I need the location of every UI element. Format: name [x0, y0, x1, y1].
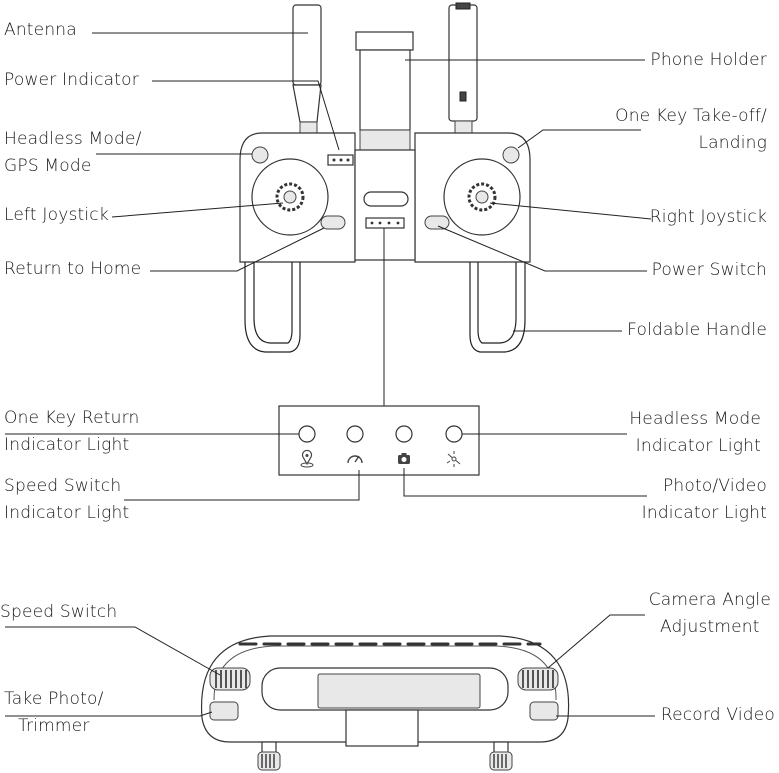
label-speed-switch: Speed Switch: [0, 602, 118, 622]
label-take-photo-trimmer: Take Photo/ Trimmer: [4, 689, 104, 736]
label-foldable-handle: Foldable Handle: [627, 320, 767, 340]
right-handle: [469, 262, 526, 353]
indicator-panel: [278, 405, 480, 476]
label-record-video: Record Video: [660, 705, 775, 725]
power-switch-button: [424, 215, 450, 230]
label-antenna: Antenna: [4, 20, 77, 40]
phone-holder: [355, 31, 414, 151]
camera-icon: [398, 453, 410, 464]
take-photo-button: [209, 701, 239, 721]
label-camera-angle-adjustment: Camera Angle Adjustment: [648, 590, 771, 637]
gps-satellite-icon: [446, 451, 461, 467]
right-knob: [489, 741, 513, 771]
speedometer-icon: [347, 455, 363, 464]
label-one-key-return-light: One Key Return Indicator Light: [4, 408, 140, 455]
right-antenna: [448, 2, 478, 136]
label-power-indicator: Power Indicator: [4, 70, 139, 90]
return-home-button: [320, 215, 346, 230]
speed-switch-dial: [209, 667, 251, 691]
label-headless-gps-mode: Headless Mode/ GPS Mode: [4, 129, 142, 176]
left-antenna: [292, 4, 322, 137]
label-right-joystick: Right Joystick: [649, 207, 767, 227]
label-headless-mode-light: Headless Mode Indicator Light: [629, 409, 761, 456]
label-power-switch: Power Switch: [651, 260, 767, 280]
left-knob: [257, 741, 281, 771]
camera-angle-dial: [517, 667, 559, 691]
right-joystick: [443, 158, 521, 236]
left-handle: [244, 262, 301, 353]
leader-lines-front: [5, 614, 655, 717]
label-return-to-home: Return to Home: [4, 259, 142, 279]
leader-lines-top: [92, 32, 652, 406]
record-video-button: [529, 701, 559, 721]
label-photo-video-light: Photo/Video Indicator Light: [641, 476, 767, 523]
takeoff-landing-button: [502, 146, 520, 164]
left-joystick: [251, 158, 329, 236]
label-left-joystick: Left Joystick: [4, 205, 109, 225]
label-one-key-takeoff: One Key Take-off/ Landing: [615, 106, 767, 153]
controller-front-view: [200, 635, 570, 771]
location-pin-icon: [300, 449, 314, 468]
leader-lines-panel: [5, 433, 647, 501]
label-phone-holder: Phone Holder: [650, 50, 767, 70]
headless-gps-button: [251, 146, 269, 164]
label-speed-switch-light: Speed Switch Indicator Light: [4, 476, 130, 523]
